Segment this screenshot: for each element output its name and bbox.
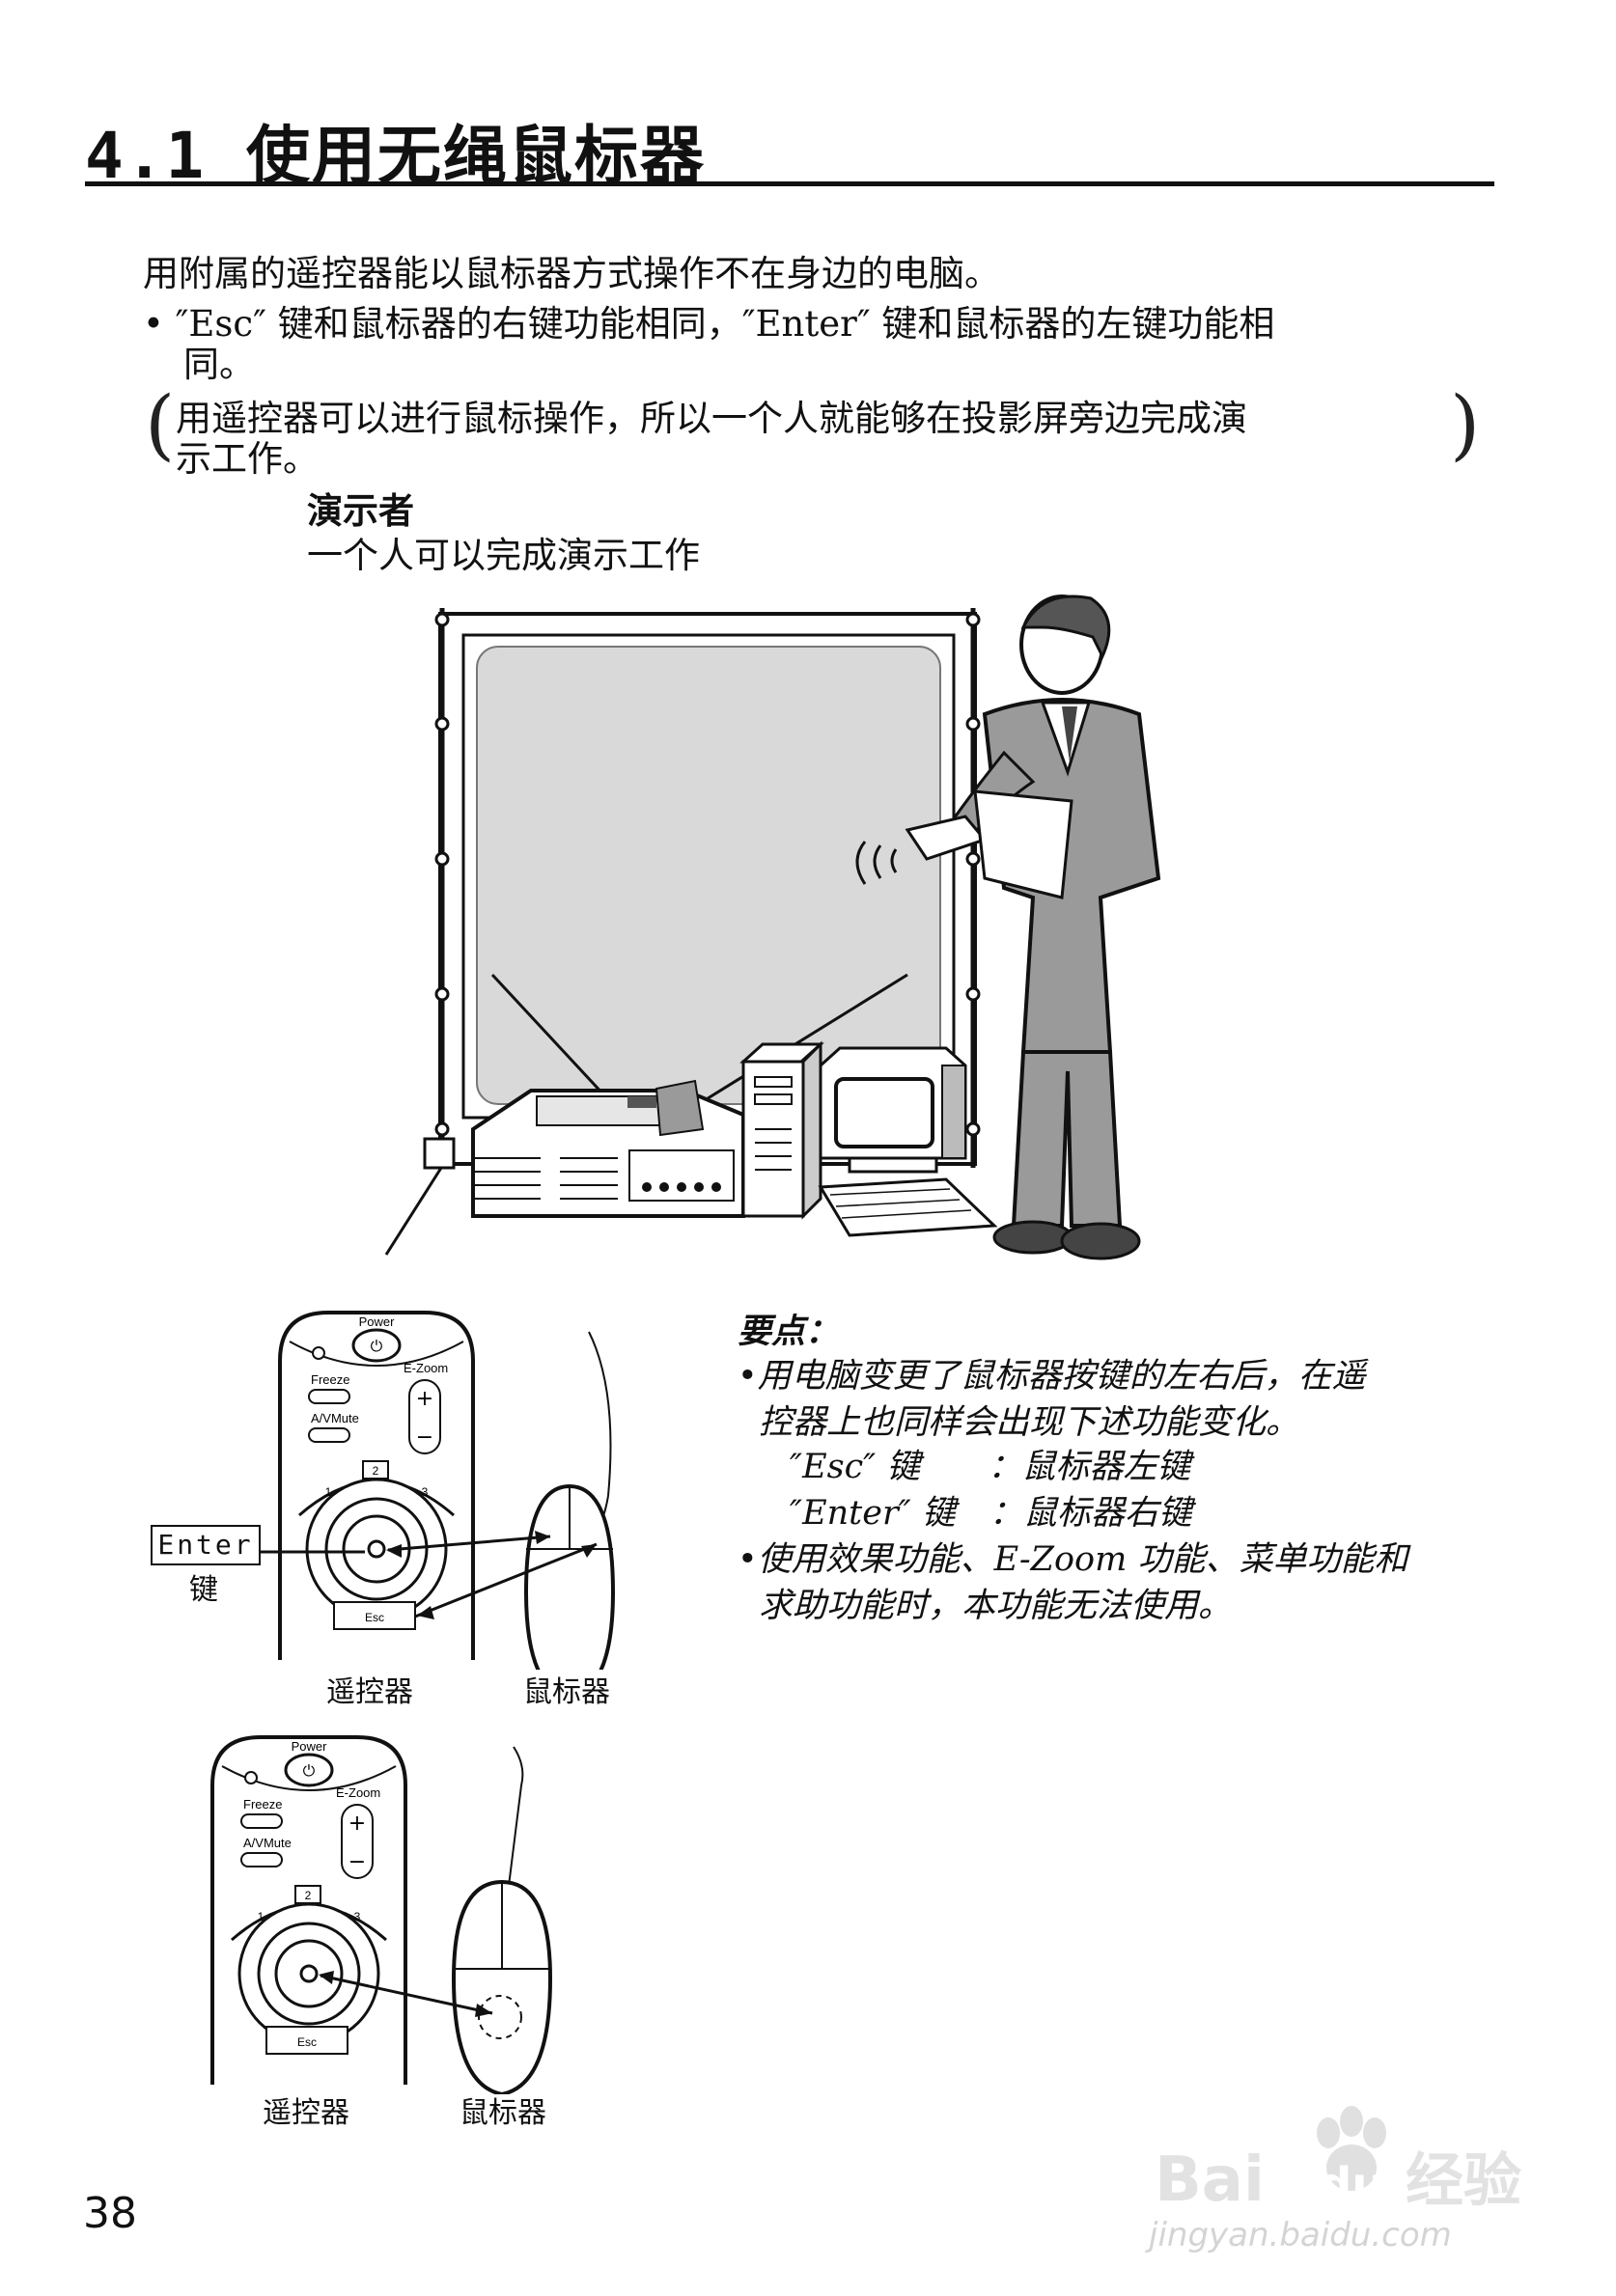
svg-text:3: 3 [422,1485,429,1499]
mouse [523,1331,616,1670]
enter-mapping-row: ″Enter″ 键 ：鼠标器右键 [790,1494,1192,1533]
svg-text:E-Zoom: E-Zoom [336,1785,380,1800]
points-title: 要点： [738,1312,840,1351]
remote-mouse-figure-2: Power ⏻ Freeze A/VMute E-Zoom + − 2 1 3 … [210,1735,553,2094]
monitor [819,1046,967,1174]
remote-control: Power ⏻ Freeze A/VMute E-Zoom + − 2 1 3 … [278,1311,475,1660]
point-1-line-1: •用电脑变更了鼠标器按键的左右后，在遥 [738,1357,1366,1396]
indicator-lamp-icon [244,1771,258,1784]
caption-mouse-2: 鼠标器 [460,2096,546,2130]
indicator-lamp-icon [312,1346,325,1360]
esc-arrow [414,1542,598,1618]
presenter-label: 演示者 [307,490,414,532]
enter-arrow [387,1535,551,1552]
left-brace: ( [145,379,176,469]
svg-text:2: 2 [373,1464,379,1478]
svg-text:E-Zoom: E-Zoom [404,1361,448,1375]
baidu-watermark-logo: Bai du 经验 [1155,2106,1521,2216]
svg-text:3: 3 [354,1910,361,1923]
svg-text:⏻: ⏻ [371,1337,383,1355]
svg-text:Freeze: Freeze [311,1372,349,1387]
remote-mouse-figure-1: Power ⏻ Freeze A/VMute E-Zoom + − 2 1 3 … [261,1311,616,1670]
power-icon [351,1328,402,1363]
center-arrow [320,1974,493,2015]
esc-mapping-row: ″Esc″ 键 ：鼠标器左键 [790,1448,1191,1486]
note-line-1: 用遥控器可以进行鼠标操作，所以一个人就能够在投影屏旁边完成演 [176,398,1247,439]
svg-text:Esc: Esc [297,2035,317,2049]
enter-key-suffix: 键 [189,1573,218,1607]
caption-remote-2: 遥控器 [263,2096,349,2130]
svg-text:−: − [348,1850,366,1874]
svg-text:du: du [1319,2158,1385,2212]
title-rule [85,181,1494,186]
svg-text:Power: Power [292,1739,328,1754]
svg-text:经验: 经验 [1406,2147,1521,2215]
section-title: 4.1 使用无绳鼠标器 [85,119,706,193]
svg-text:+: + [416,1387,433,1411]
svg-text:1: 1 [258,1910,265,1923]
caption-mouse-1: 鼠标器 [523,1675,610,1709]
svg-text:+: + [348,1812,366,1836]
point-1-line-2: 控器上也同样会出现下述功能变化。 [759,1403,1300,1442]
svg-text:Esc: Esc [365,1611,384,1624]
bullet-line-1: • ″Esc″ 键和鼠标器的右键功能相同，″Enter″ 键和鼠标器的左键功能相 [143,303,1275,345]
keyboard [818,1177,998,1237]
presenter-desc: 一个人可以完成演示工作 [307,535,700,576]
projector [471,1079,745,1218]
mouse-2 [451,1746,553,2094]
point-2-line-1: •使用效果功能、E-Zoom 功能、菜单功能和 [738,1540,1408,1579]
power-icon [284,1753,334,1787]
svg-text:2: 2 [305,1889,312,1902]
right-brace: ) [1450,379,1481,469]
computer-tower [739,1040,824,1220]
svg-text:A/VMute: A/VMute [311,1411,359,1425]
note-line-2: 示工作。 [176,438,319,480]
svg-text:Freeze: Freeze [243,1797,282,1812]
point-2-line-2: 求助功能时，本功能无法使用。 [759,1587,1233,1625]
enter-key-label: Enter [151,1525,261,1565]
intro-text: 用附属的遥控器能以鼠标器方式操作不在身边的电脑。 [143,253,1000,294]
caption-remote-1: 遥控器 [326,1675,413,1709]
remote-control-2: Power ⏻ Freeze A/VMute E-Zoom + − 2 1 3 … [210,1735,407,2085]
watermark-url: jingyan.baidu.com [1149,2216,1452,2255]
presenter-figure [855,595,1161,1260]
bullet-line-2: 同。 [183,344,255,385]
svg-text:−: − [416,1425,433,1450]
svg-text:⏻: ⏻ [303,1761,316,1780]
svg-text:Bai: Bai [1155,2144,1265,2216]
svg-text:A/VMute: A/VMute [243,1836,292,1850]
svg-text:1: 1 [325,1485,332,1499]
power-label: Power [359,1314,396,1329]
presenter-illustration [384,595,1161,1260]
page-number: 38 [83,2189,137,2238]
